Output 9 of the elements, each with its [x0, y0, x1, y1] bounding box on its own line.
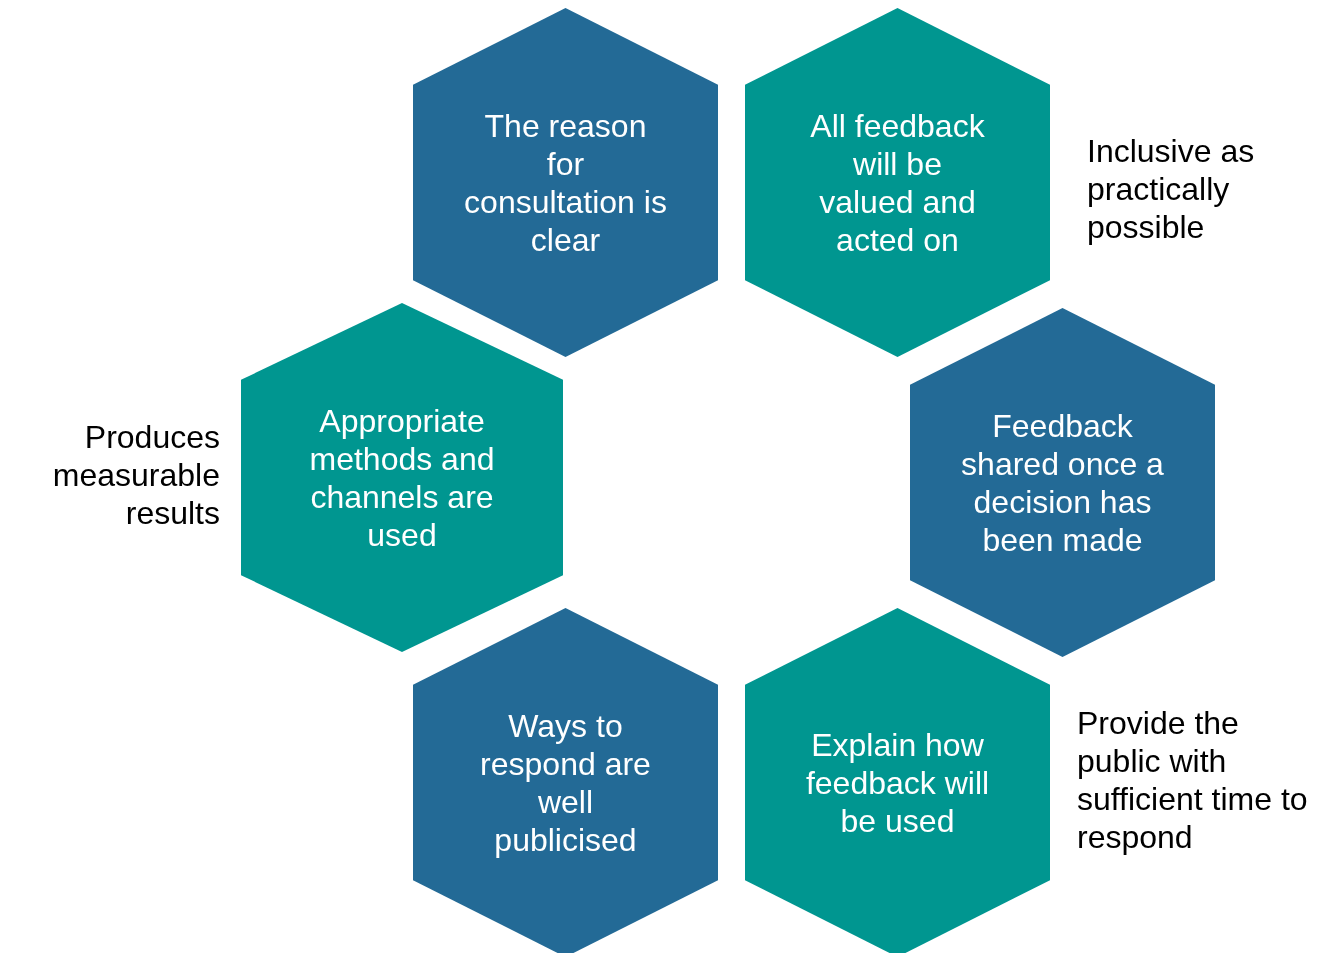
hexagon-label: Feedback shared once a decision has been made [960, 406, 1165, 559]
side-note: Inclusive as practically possible [1087, 132, 1256, 246]
hexagon-label: Appropriate methods and channels are used [308, 401, 496, 554]
hexagon-label: Explain how feedback will be used [804, 725, 991, 840]
hexagon-label: The reason for consultation is clear [463, 106, 668, 259]
hexagon-label: Ways to respond are well publicised [479, 706, 652, 859]
side-note: Produces measurable results [51, 418, 220, 532]
side-note: Provide the public with sufficient time to respond [1077, 704, 1309, 856]
hexagon-label: All feedback will be valued and acted on [809, 106, 986, 259]
